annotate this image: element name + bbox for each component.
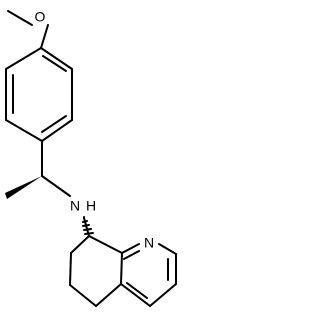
chemical-structure-diagram: O N H N bbox=[5, 9, 177, 307]
pyridine-ring-bond bbox=[121, 243, 140, 254]
anisole-ring-bond bbox=[40, 47, 73, 70]
pyridine-nitrogen-label: N bbox=[144, 235, 154, 251]
pyridine-ring-bond bbox=[158, 243, 177, 255]
oxygen-aryl-bond bbox=[40, 24, 49, 49]
saturated-ring-bond bbox=[69, 284, 97, 307]
methyl-ether-bond bbox=[7, 10, 33, 26]
pyridine-double-bond bbox=[126, 282, 148, 299]
saturated-ring-bond bbox=[69, 252, 72, 286]
saturated-ring-bond bbox=[70, 235, 90, 254]
amine-hydrogen-label: H bbox=[86, 198, 96, 214]
anisole-ring-bond bbox=[5, 119, 43, 142]
hash-wedge-bond bbox=[82, 216, 94, 235]
fused-ring-bond bbox=[120, 252, 123, 285]
anisole-ring-bond bbox=[5, 47, 42, 70]
pyridine-ring-bond bbox=[120, 283, 151, 307]
pyridine-ring-bond bbox=[149, 283, 177, 307]
saturated-ring-bond bbox=[95, 283, 122, 307]
hash-wedge-line bbox=[83, 228, 92, 231]
anisole-inner-double-bond bbox=[41, 115, 67, 133]
atom-labels: O N H N bbox=[35, 9, 155, 251]
methyl-wedge-bond bbox=[5, 176, 42, 199]
fused-ring-bond bbox=[88, 235, 123, 254]
amine-nitrogen-label: N bbox=[70, 198, 80, 214]
hash-wedge-line bbox=[84, 232, 94, 235]
oxygen-label: O bbox=[35, 9, 46, 25]
pyridine-double-bond bbox=[123, 250, 140, 260]
chiral-carbon-nitrogen-bond bbox=[41, 175, 71, 197]
anisole-inner-double-bond bbox=[42, 55, 67, 72]
hash-wedge-line bbox=[82, 224, 90, 227]
anisole-ring-bond bbox=[41, 119, 73, 142]
bond-lines bbox=[5, 10, 177, 307]
hash-wedge-line bbox=[82, 220, 88, 223]
